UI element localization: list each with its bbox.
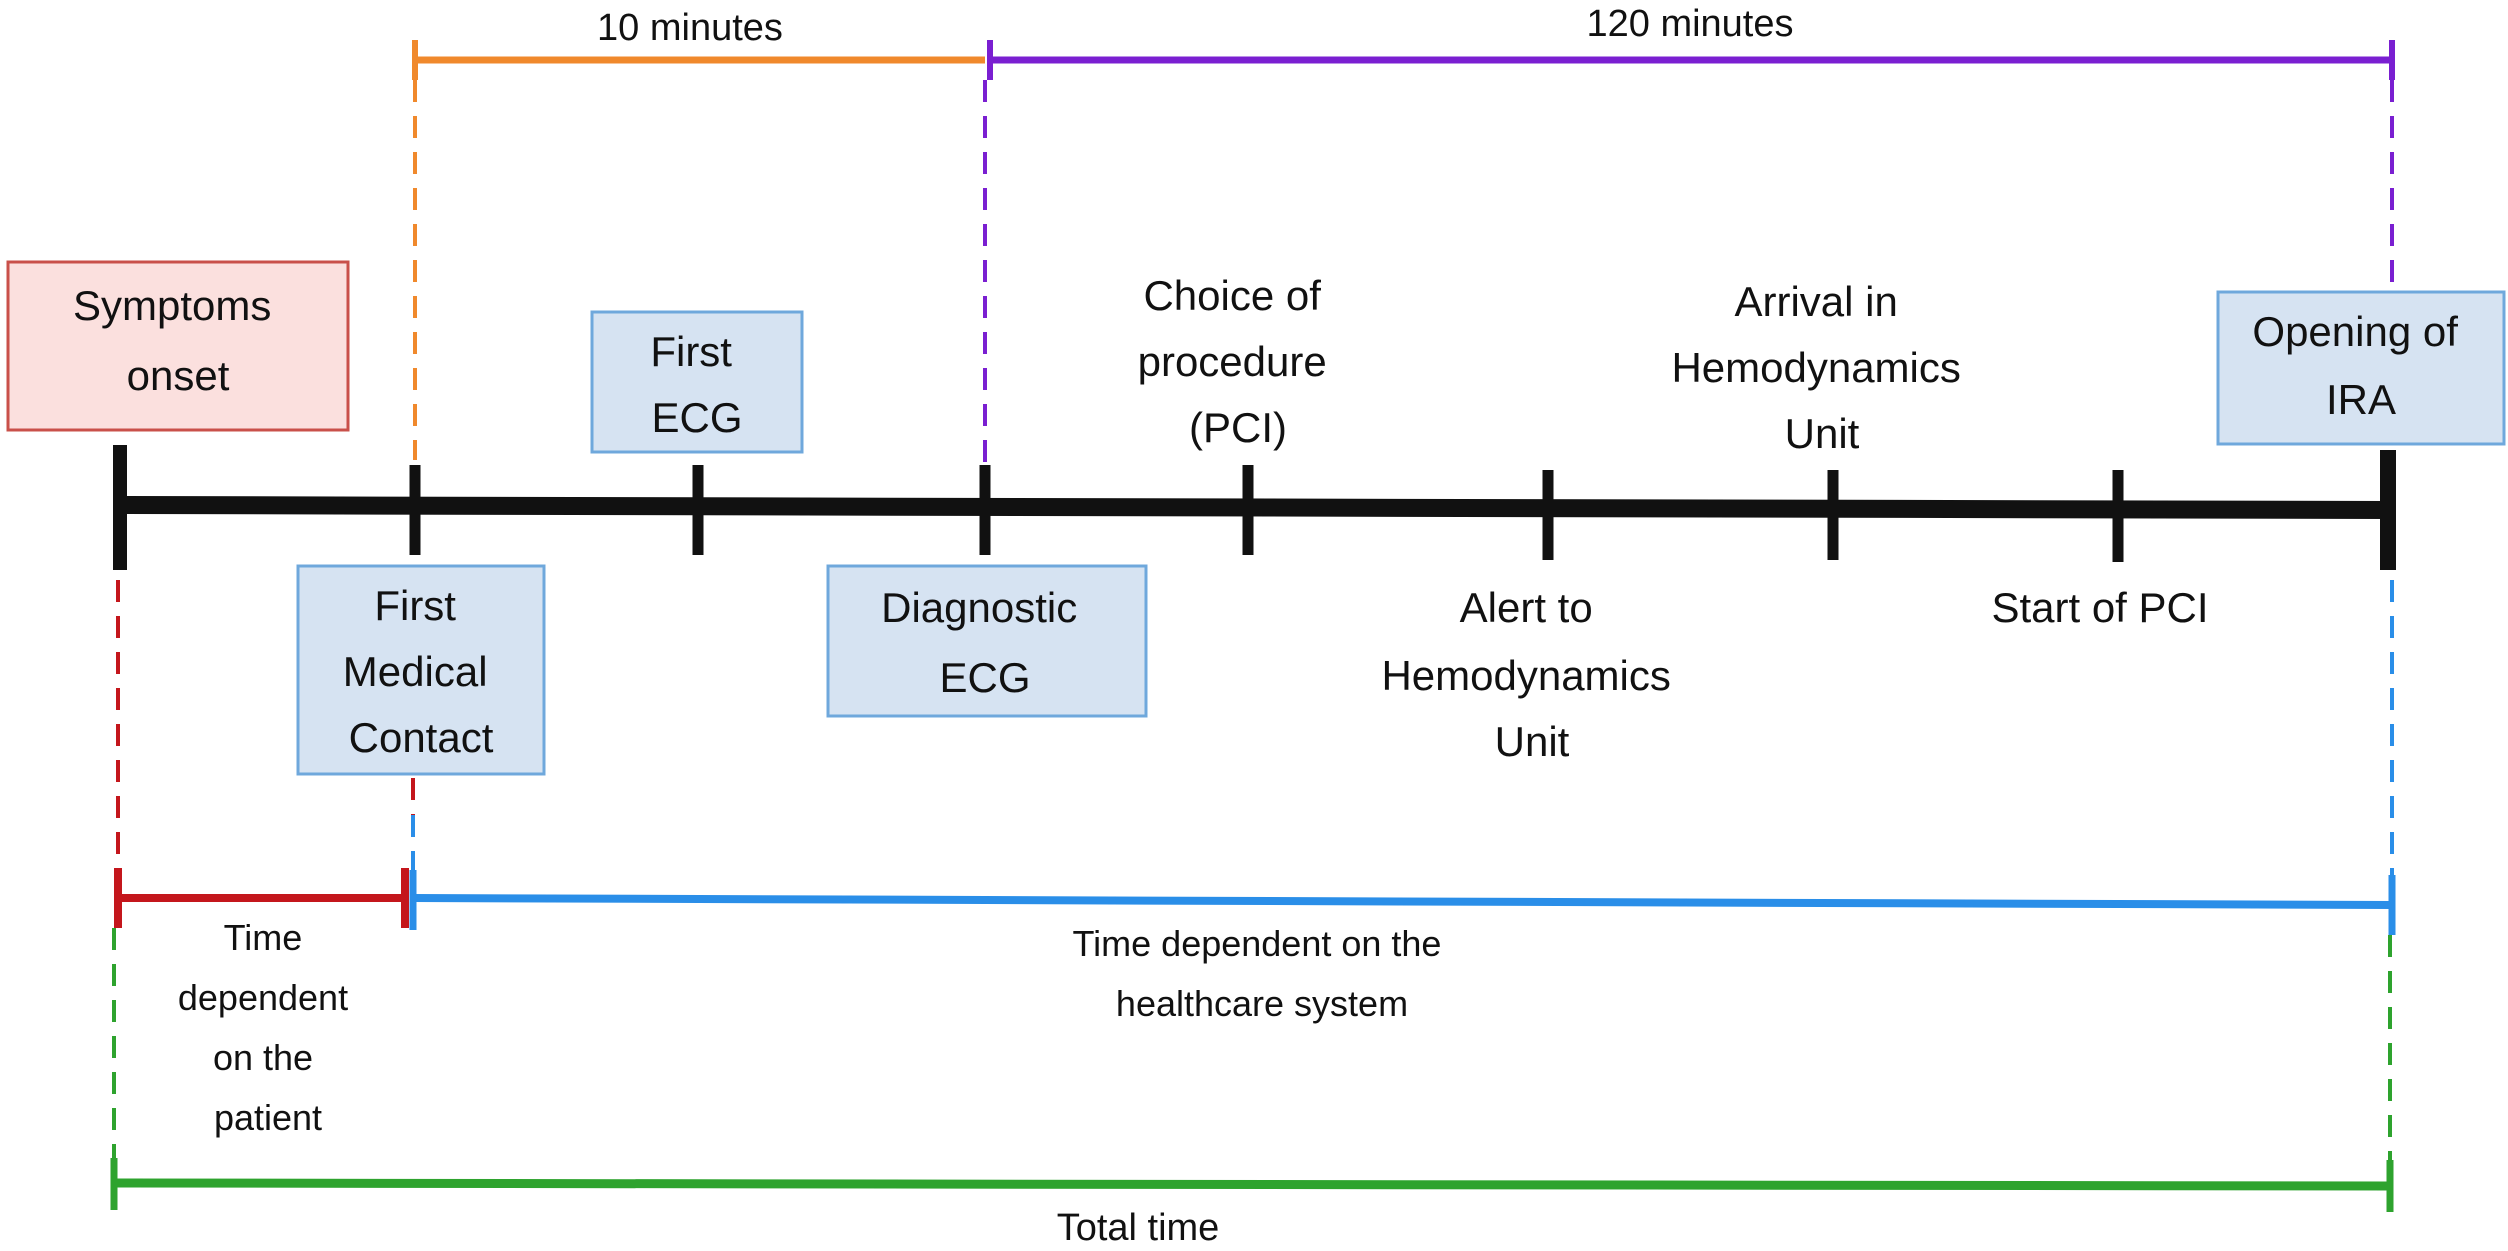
label-healthcare-time: Time dependent on the healthcare system: [1073, 923, 1452, 1024]
box-symptoms-onset: Symptoms onset: [6, 260, 350, 432]
interval-healthcare-time: [409, 580, 2396, 935]
svg-text:First ECG: First ECG: [650, 328, 743, 441]
interval-10-minutes: [412, 40, 985, 460]
box-first-ecg: First ECG: [590, 310, 804, 454]
interval-patient-time: [114, 580, 415, 928]
svg-text:Diagnostic ECG: Diagnostic ECG: [881, 584, 1089, 701]
label-120-minutes: 120 minutes: [1586, 3, 1793, 45]
box-first-medical-contact: First Medical Contact: [296, 564, 546, 776]
label-start-pci: Start of PCI: [1991, 584, 2208, 631]
main-timeline: [113, 445, 2396, 570]
label-10-minutes: 10 minutes: [597, 7, 783, 49]
label-alert-hemodynamics: Alert to Hemodynamics Unit: [1381, 584, 1682, 765]
label-arrival-hemodynamics: Arrival in Hemodynamics Unit: [1671, 278, 1972, 457]
label-total-time: Total time: [1057, 1207, 1220, 1249]
svg-text:First Medical Cont: First Medical Contact: [343, 582, 499, 761]
svg-text:Symptoms onset: Symptoms onset: [73, 282, 283, 399]
label-choice-of-procedure: Choice of procedure (PCI): [1138, 272, 1339, 451]
box-opening-ira: Opening of IRA: [2216, 290, 2506, 446]
interval-total-time: [110, 928, 2394, 1212]
label-patient-time: Time dependent on the patient: [178, 917, 358, 1138]
interval-120-minutes: [983, 40, 2395, 465]
box-diagnostic-ecg: Diagnostic ECG: [826, 564, 1148, 718]
svg-text:Opening of IRA: Opening of IRA: [2252, 308, 2469, 423]
